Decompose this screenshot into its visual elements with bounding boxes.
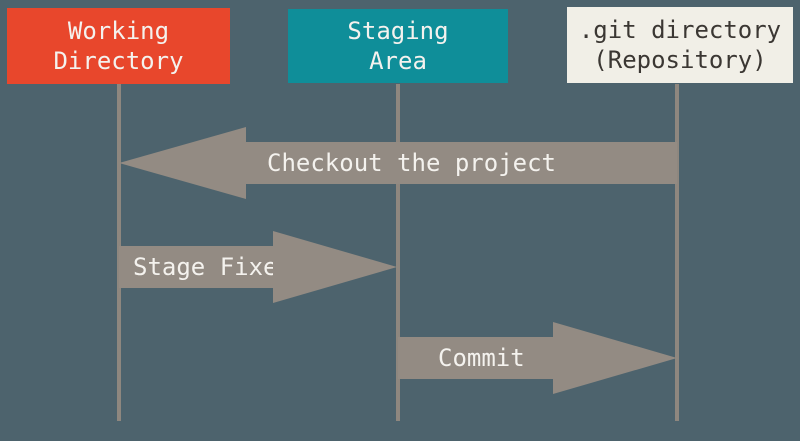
git-directory-lifeline [675,84,679,421]
staging-area-box: Staging Area [288,9,508,83]
staging-area-lifeline [396,84,400,421]
git-directory-box: .git directory (Repository) [567,7,793,83]
stage-fixes-arrow-label: Stage Fixes [133,253,292,281]
right-arrow-head-icon [553,322,677,394]
stage-fixes-arrow: Stage Fixes [119,231,397,303]
checkout-arrow: Checkout the project [119,127,677,199]
right-arrow-head-icon [273,231,397,303]
working-directory-box: Working Directory [7,8,230,84]
staging-area-label: Staging Area [347,17,449,75]
commit-arrow-label: Commit [438,344,525,372]
arrow-shaft: Stage Fixes [119,246,292,288]
checkout-arrow-label: Checkout the project [267,149,556,177]
arrow-shaft: Checkout the project [246,142,677,184]
git-directory-label: .git directory (Repository) [578,16,782,74]
left-arrow-head-icon [119,127,246,199]
arrow-shaft: Commit [398,337,553,379]
working-directory-label: Working Directory [53,17,184,75]
commit-arrow: Commit [398,322,677,394]
